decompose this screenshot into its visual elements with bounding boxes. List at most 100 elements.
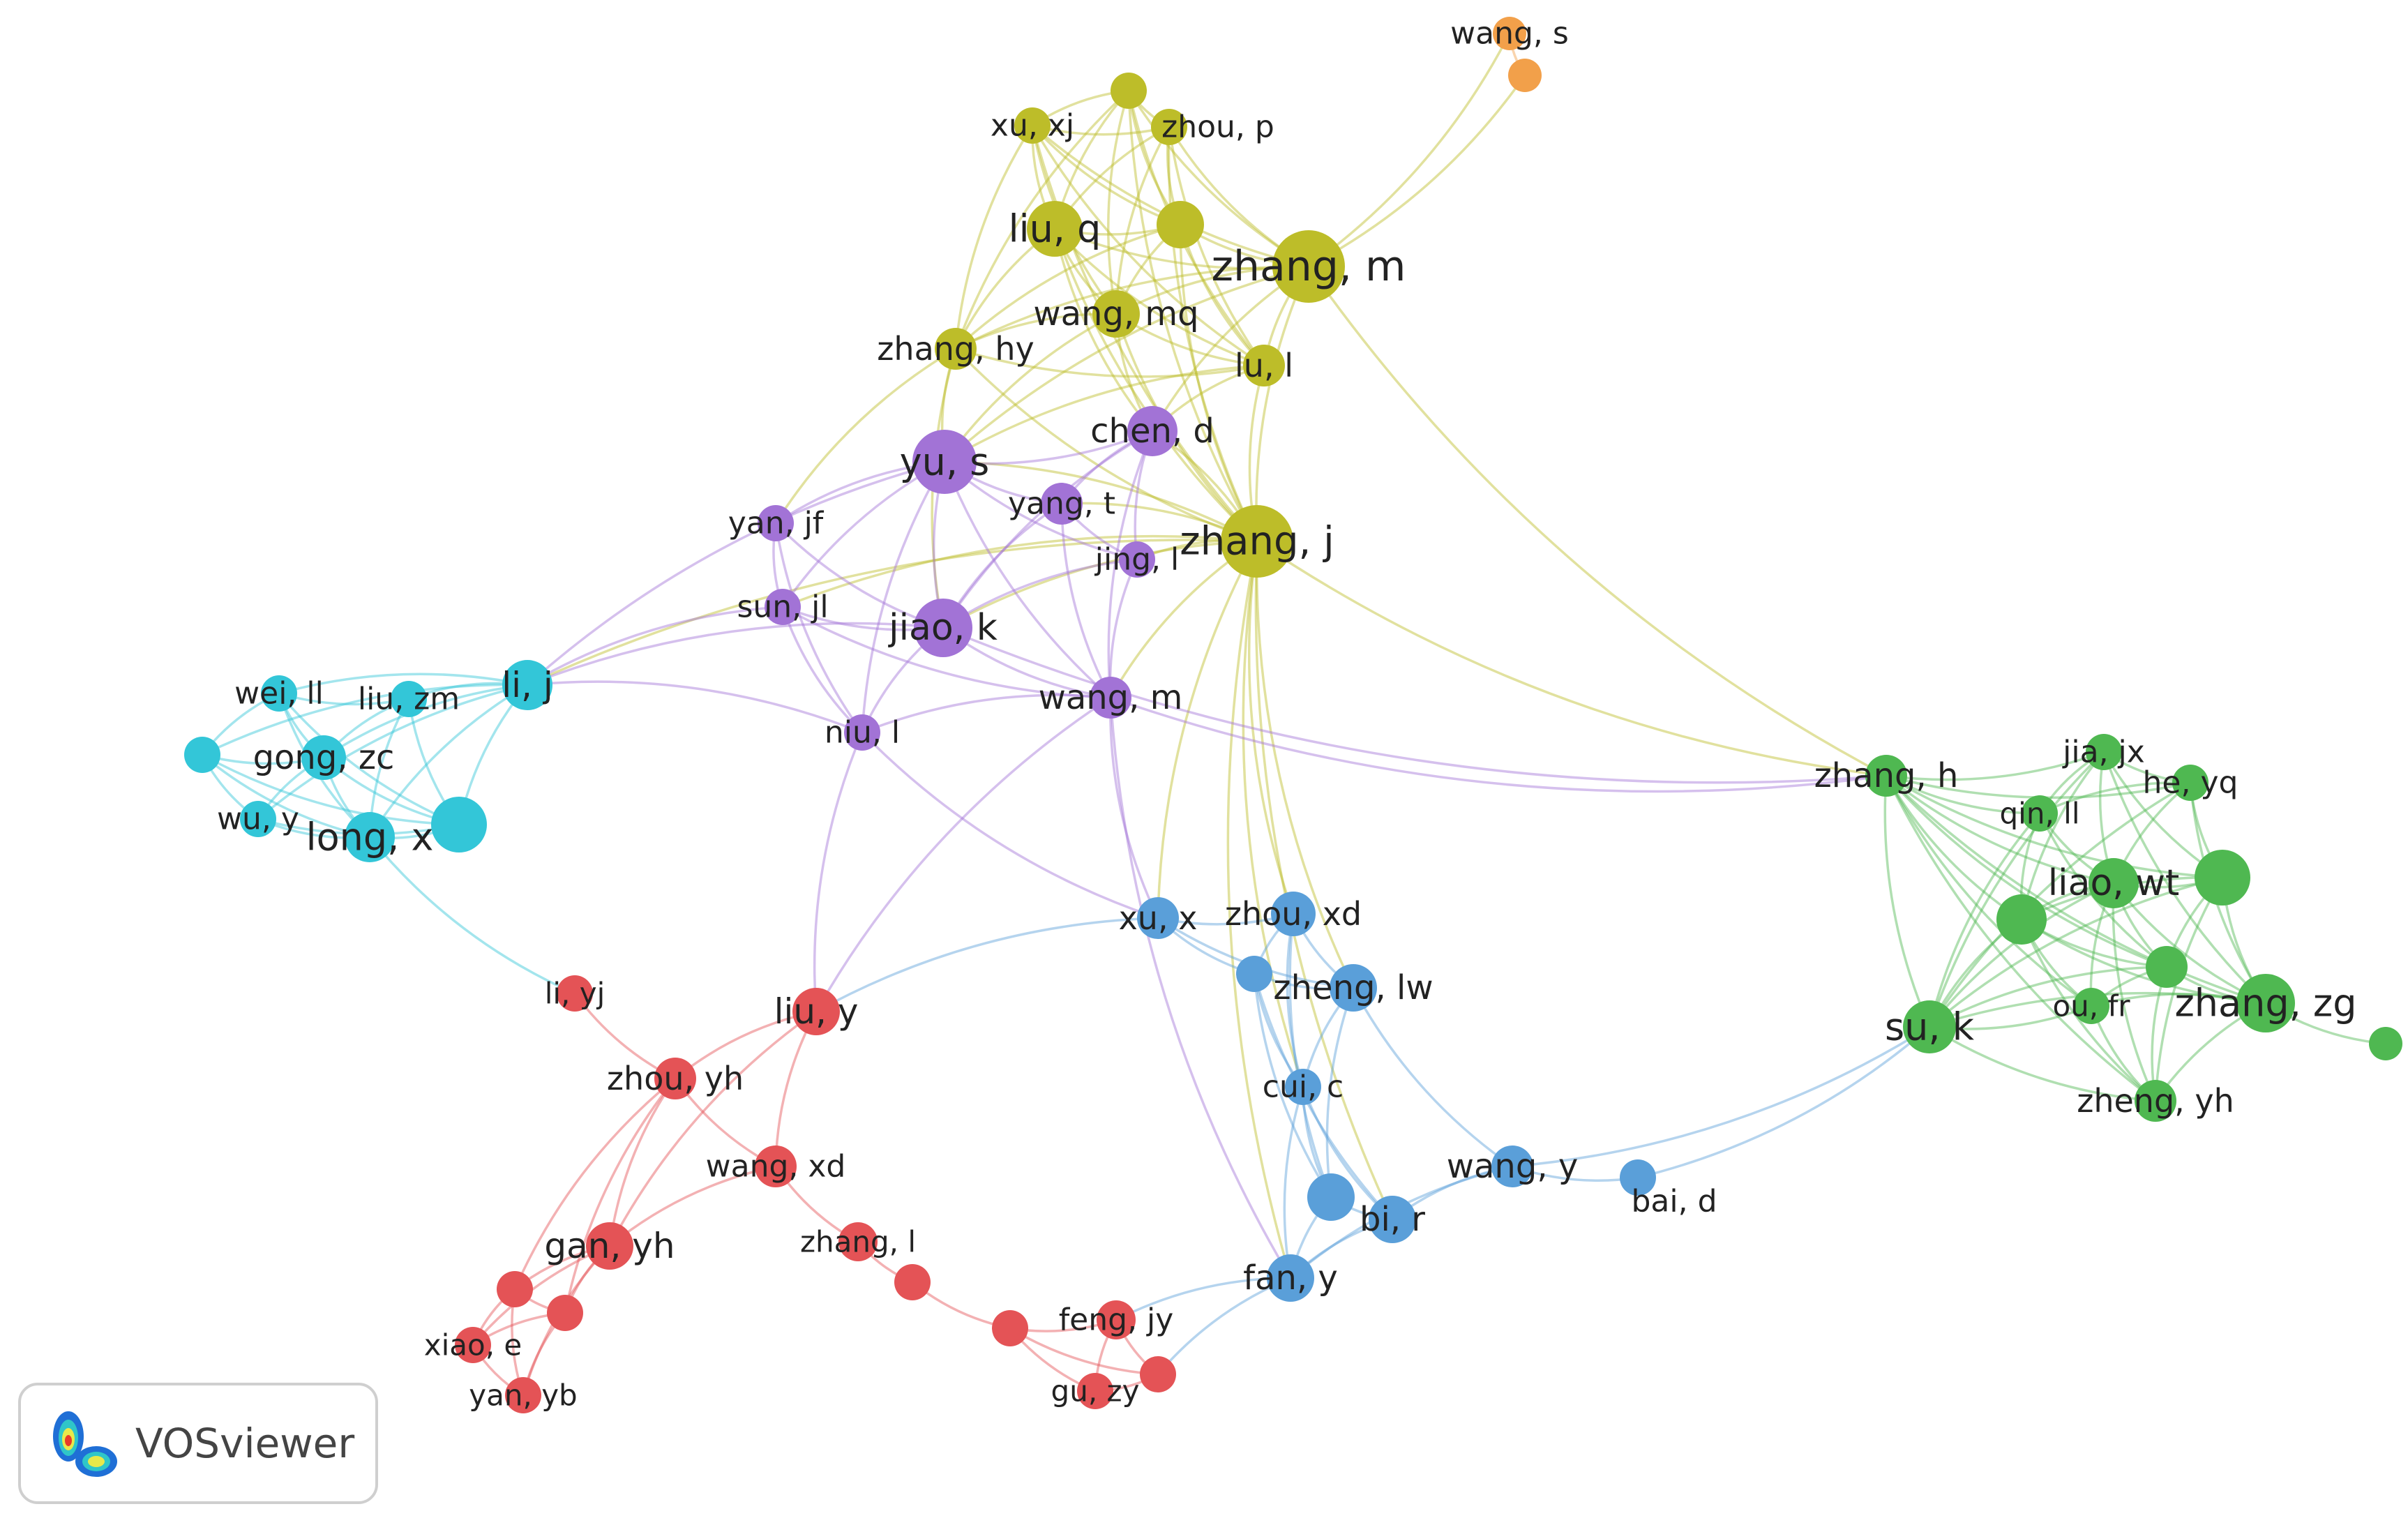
node-r-e[interactable] [1140, 1356, 1176, 1392]
node-orange2[interactable] [1508, 59, 1542, 92]
node-zhang-zg[interactable] [2236, 974, 2295, 1032]
node-yang-t[interactable] [1041, 483, 1083, 525]
node-r-b[interactable] [547, 1295, 583, 1331]
node-r-a[interactable] [497, 1271, 533, 1307]
node-bai-d[interactable] [1620, 1159, 1656, 1196]
node-liu-q[interactable] [1027, 201, 1083, 257]
edge-bai_d-su_k [1637, 1026, 1931, 1179]
node-bi-r[interactable] [1369, 1196, 1416, 1243]
node-label-su-k: su, k [1885, 1005, 1975, 1049]
node-wu-y[interactable] [240, 801, 276, 837]
node-jing-l[interactable] [1119, 541, 1155, 578]
edge-long_x-li_yj [368, 836, 575, 995]
node-b-left[interactable] [1307, 1173, 1355, 1221]
node-g-big[interactable] [2195, 850, 2250, 906]
node-gong-zc[interactable] [301, 735, 346, 780]
edge-g_mid-su_k [1929, 966, 2167, 1028]
node-wang-m[interactable] [1090, 677, 1131, 719]
node-long-x[interactable] [345, 812, 395, 862]
node-yu-s[interactable] [912, 430, 977, 494]
node-label-zhang-hy: zhang, hy [877, 330, 1034, 368]
node-wang-y[interactable] [1491, 1145, 1533, 1187]
edge-zhang_m-yu_s [943, 265, 1309, 463]
node-zhou-xd[interactable] [1271, 892, 1316, 936]
node-label-ou-fr: ou, fr [2052, 989, 2130, 1023]
vosviewer-badge: VOSviewer [18, 1383, 378, 1504]
node-li-yj[interactable] [557, 975, 593, 1012]
node-g-mid[interactable] [2146, 946, 2188, 988]
node-niu-l[interactable] [844, 714, 880, 751]
node-zhang-hy[interactable] [935, 328, 977, 370]
node-xiao-e[interactable] [455, 1327, 491, 1363]
node-liu-y[interactable] [792, 988, 840, 1035]
edge-zhang_j-xu_x [1157, 541, 1258, 919]
node-c-big[interactable] [431, 797, 487, 852]
node-jia-jx[interactable] [2086, 734, 2122, 770]
edge-zhang_hy-lu_l [955, 347, 1265, 378]
edge-wang_m-xu_x [1109, 697, 1159, 919]
node-label-zhang-m: zhang, m [1212, 242, 1406, 291]
node-sun-jl[interactable] [765, 589, 801, 625]
node-label-gong-zc: gong, zc [253, 738, 395, 777]
node-g-out[interactable] [2369, 1027, 2402, 1060]
node-zheng-lw[interactable] [1330, 964, 1377, 1012]
node-c-left[interactable] [184, 737, 220, 773]
node-liu-zm[interactable] [391, 681, 427, 717]
edge-wang_y-su_k [1512, 1026, 1930, 1168]
node-y-mid[interactable] [1157, 201, 1204, 248]
edge-sun_jl-niu_l [781, 606, 864, 734]
edge-he_yq-qin_ll [2039, 781, 2191, 815]
node-zhang-m[interactable] [1272, 230, 1345, 303]
edge-zhang_hy-yan_jf [774, 347, 956, 524]
node-su-k[interactable] [1903, 1000, 1956, 1053]
node-label-zhou-p: zhou, p [1161, 110, 1274, 145]
node-g-left[interactable] [1996, 894, 2047, 945]
edge-zhang_j-cui_c [1242, 541, 1304, 1088]
node-fan-y[interactable] [1267, 1254, 1314, 1302]
node-cui-c[interactable] [1285, 1069, 1321, 1105]
node-li-j[interactable] [502, 660, 552, 710]
node-xu-x[interactable] [1137, 897, 1179, 939]
node-zhang-l[interactable] [838, 1222, 878, 1261]
node-jiao-k[interactable] [914, 599, 972, 657]
node-wang-xd[interactable] [755, 1145, 797, 1187]
node-zhang-j[interactable] [1221, 505, 1293, 578]
edge-y_mid-zhang_hy [954, 223, 1181, 350]
node-gan-yh[interactable] [586, 1222, 633, 1270]
node-label-wei-ll: wei, ll [234, 676, 324, 712]
node-lu-l[interactable] [1243, 345, 1285, 386]
edge-g_left-zhang_zg [2021, 918, 2266, 1005]
node-y-top[interactable] [1111, 73, 1147, 109]
edge-wei_ll-c_big [278, 692, 460, 826]
node-chen-d[interactable] [1127, 406, 1177, 456]
node-wang-s[interactable] [1493, 17, 1526, 50]
edge-zhou_p-lu_l [1168, 126, 1265, 367]
node-label-wang-y: wang, y [1447, 1147, 1578, 1186]
edge-zhang_j-zhou_xd [1247, 541, 1295, 915]
node-zhou-yh[interactable] [654, 1058, 696, 1099]
node-label-zhou-yh: zhou, yh [607, 1060, 744, 1097]
node-yan-jf[interactable] [758, 505, 794, 541]
node-r-d[interactable] [992, 1310, 1028, 1346]
edge-zhang_h-zheng_yh [1885, 775, 2157, 1102]
node-wei-ll[interactable] [261, 675, 297, 712]
node-zheng-yh[interactable] [2135, 1080, 2176, 1122]
node-he-yq[interactable] [2172, 765, 2208, 801]
edge-zhang_h-g_left [1885, 775, 2022, 921]
edge-xu_x-liu_y [815, 917, 1159, 1013]
node-b-small[interactable] [1236, 956, 1272, 992]
node-label-yan-yb: yan, yb [469, 1378, 577, 1413]
node-r-c[interactable] [894, 1264, 931, 1300]
node-liao-wt[interactable] [2089, 858, 2139, 908]
edge-zhang_h-g_mid [1885, 774, 2167, 968]
node-gu-zy[interactable] [1077, 1373, 1113, 1409]
node-zhou-p[interactable] [1151, 109, 1187, 145]
edge-jiao_k-zhang_h [942, 626, 1887, 784]
node-xu-xj[interactable] [1014, 107, 1051, 144]
node-wang-mq[interactable] [1092, 290, 1140, 338]
node-yan-yb[interactable] [505, 1377, 541, 1413]
node-feng-jy[interactable] [1097, 1300, 1136, 1339]
node-ou-fr[interactable] [2073, 988, 2109, 1024]
node-zhang-h[interactable] [1865, 755, 1907, 797]
node-qin-ll[interactable] [2022, 795, 2058, 832]
